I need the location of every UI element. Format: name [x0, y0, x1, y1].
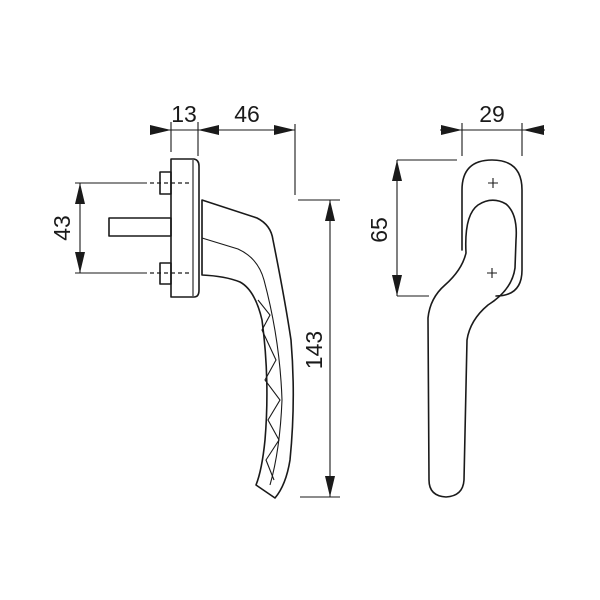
- arrowhead: [441, 125, 462, 135]
- arrowhead: [75, 252, 85, 273]
- arrowhead: [325, 200, 335, 221]
- dim-label-29: 29: [479, 101, 505, 127]
- spindle: [108, 217, 172, 237]
- dimension-65: 65: [366, 159, 457, 297]
- arrowhead: [325, 476, 335, 497]
- dim-label-65: 65: [366, 217, 392, 243]
- arrowhead: [392, 275, 402, 296]
- rosette-side: [108, 158, 200, 298]
- dim-label-13: 13: [171, 101, 197, 127]
- arrowhead: [523, 125, 544, 135]
- screw-cross: [487, 268, 497, 278]
- arrowhead: [75, 183, 85, 204]
- arrowhead: [150, 125, 171, 135]
- arrowhead: [392, 160, 402, 181]
- rosette-front: [461, 159, 523, 297]
- dimension-29: 29: [440, 101, 545, 156]
- dim-label-143: 143: [301, 331, 327, 369]
- dimension-143: 143: [298, 199, 340, 498]
- dimension-13-46: 13 46: [150, 101, 296, 195]
- arrowhead: [274, 125, 295, 135]
- dim-label-43: 43: [49, 215, 75, 241]
- front-view: 29 65: [366, 101, 545, 498]
- arrowhead: [198, 125, 219, 135]
- handle-side: [201, 199, 295, 499]
- side-view: 13 46 43: [49, 101, 340, 499]
- dimension-43: 43: [49, 182, 147, 274]
- screw-cross: [488, 178, 498, 188]
- dim-label-46: 46: [234, 101, 260, 127]
- handle-front: [427, 199, 518, 498]
